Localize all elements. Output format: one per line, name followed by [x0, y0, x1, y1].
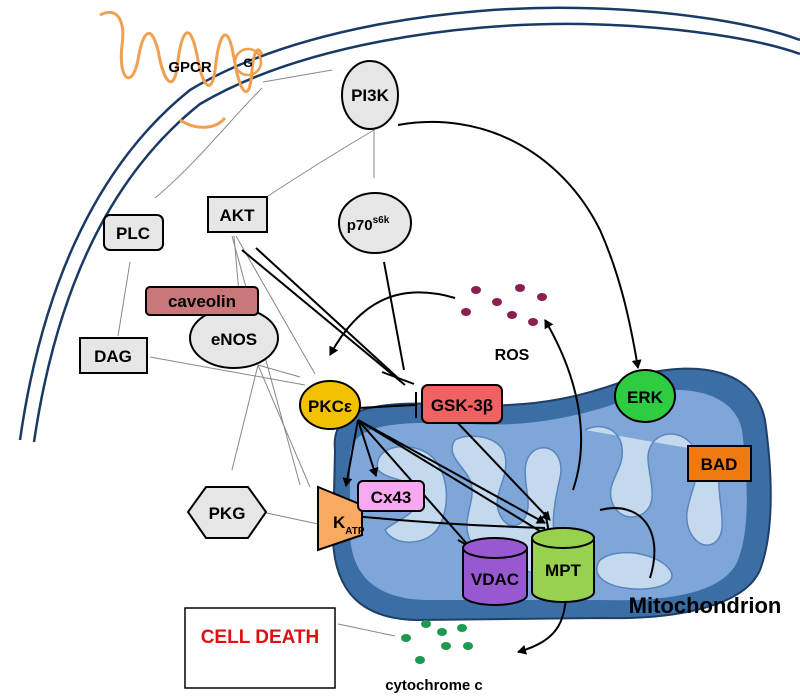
gpcr-helices-icon: [99, 11, 264, 94]
association-lines: [117, 69, 396, 637]
pkce-node: PKCε: [299, 380, 361, 430]
cytochrome-c-label: cytochrome c: [385, 677, 483, 694]
cell-membrane: [18, 6, 800, 443]
vdac-label: VDAC: [471, 570, 519, 589]
dag-node: DAG: [79, 337, 148, 374]
pi3k-node: PI3K: [341, 60, 399, 130]
pkce-label: PKCε: [308, 397, 352, 416]
g-protein-label: G: [243, 56, 252, 70]
bad-label: BAD: [701, 455, 738, 474]
erk-label: ERK: [627, 388, 664, 407]
gsk3b-label: GSK-3β: [431, 396, 493, 415]
signaling-arrows: [241, 120, 656, 655]
pi3k-label: PI3K: [351, 86, 390, 105]
caveolin-node: caveolin: [145, 286, 259, 316]
akt-node: AKT: [207, 196, 268, 233]
cytochrome-c-dots-icon: [401, 620, 473, 664]
cx43-label: Cx43: [371, 488, 412, 507]
gsk3b-node: GSK-3β: [421, 384, 503, 424]
caveolin-label: caveolin: [168, 292, 236, 311]
p70s6k-node: p70s6k: [338, 192, 412, 254]
vdac-node: VDAC: [462, 537, 528, 606]
mpt-label: MPT: [545, 561, 582, 580]
mpt-node: MPT: [531, 527, 595, 603]
katp-base-label: K: [333, 513, 346, 532]
gpcr-label: GPCR: [168, 59, 212, 76]
ros-label: ROS: [495, 347, 530, 364]
dag-label: DAG: [94, 347, 132, 366]
plc-node: PLC: [103, 214, 164, 251]
erk-node: ERK: [614, 369, 676, 423]
bad-node: BAD: [687, 445, 752, 482]
g-protein-icon: [233, 47, 263, 77]
ros-dots-icon: [461, 284, 547, 326]
cell-death-box: CELL DEATH: [184, 607, 336, 689]
enos-label: eNOS: [211, 330, 257, 349]
p70-label: p70s6k: [347, 215, 390, 234]
cx43-node: Cx43: [357, 480, 425, 512]
enos-node: eNOS: [189, 307, 279, 369]
gpcr-receptor: GPCR G: [99, 11, 264, 129]
cell-death-label: CELL DEATH: [201, 627, 320, 648]
p70-base-label: p70: [347, 217, 373, 234]
katp-label: KATP: [333, 513, 365, 537]
pkg-label: PKG: [209, 504, 246, 523]
akt-label: AKT: [220, 206, 256, 225]
plc-label: PLC: [116, 224, 150, 243]
pkg-node: PKG: [186, 486, 268, 539]
mitochondrion-label: Mitochondrion: [629, 593, 782, 618]
katp-node: KATP: [317, 485, 365, 552]
katp-subscript-label: ATP: [345, 526, 365, 537]
p70-superscript-label: s6k: [373, 215, 390, 226]
